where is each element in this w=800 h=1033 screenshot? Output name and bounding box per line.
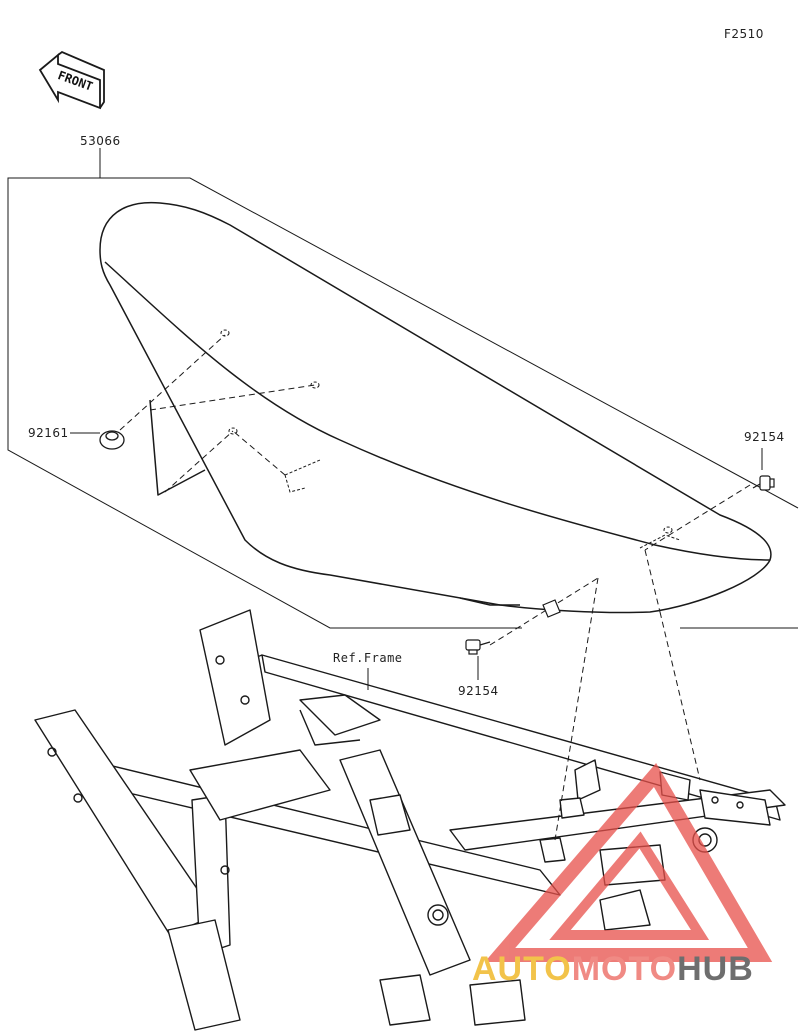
watermark-logo: AUTOMOTOHUB — [472, 950, 754, 989]
watermark-part3: HUB — [677, 950, 754, 988]
damper-part — [99, 430, 125, 450]
front-arrow: FRONT — [38, 50, 105, 110]
assembly-leader-lines — [119, 334, 751, 841]
callout-seat-assembly: 53066 — [80, 134, 121, 148]
seat-callout-box — [7, 177, 799, 629]
label-leaders — [70, 148, 763, 690]
bolt-right-part — [752, 475, 775, 491]
callout-bolt-right: 92154 — [744, 430, 785, 444]
bolt-bottom-part — [465, 639, 491, 655]
seat-drawing — [99, 201, 772, 614]
seat-mount-holes — [220, 329, 681, 549]
watermark-part2: MOTO — [571, 950, 678, 988]
callout-damper: 92161 — [28, 426, 69, 440]
figure-code: F2510 — [724, 27, 764, 41]
watermark-triangle — [484, 762, 773, 962]
watermark-part1: AUTO — [472, 950, 572, 988]
seat-nut-part — [542, 599, 561, 618]
callout-frame-reference: Ref.Frame — [333, 651, 403, 665]
callout-bolt-bottom: 92154 — [458, 684, 499, 698]
